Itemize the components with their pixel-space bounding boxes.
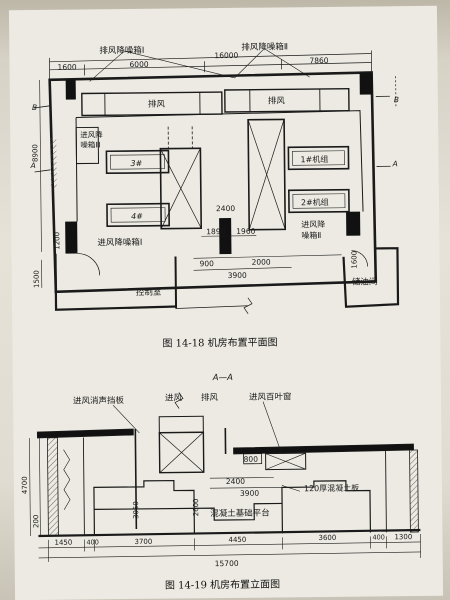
unit-3 [105, 149, 170, 175]
dim-2400-elev: 2400 [226, 477, 245, 486]
dim-1200: 1200 [53, 232, 61, 250]
dim-3900-elev: 3900 [240, 489, 259, 498]
label-unit-3: 3# [130, 159, 142, 168]
dim-6000: 6000 [129, 60, 148, 69]
intake-silencer-3 [75, 126, 100, 165]
unit-2 [288, 188, 350, 214]
dim-800: 800 [244, 455, 259, 464]
dim-400b: 400 [372, 533, 385, 541]
exhaust-box-2 [224, 87, 350, 113]
roof-slab-right [233, 443, 414, 455]
outer-wall [48, 71, 378, 294]
label-oil-room: 储油间 [352, 276, 378, 287]
dim-2400: 2400 [216, 204, 235, 213]
label-intake-silencer-3a: 进风降 [80, 129, 103, 139]
label-intake-silencer-1: 进风降噪箱Ⅰ [97, 237, 142, 248]
roof-slab-left [36, 428, 134, 439]
label-exhaust-silencer-2: 排风降噪箱Ⅱ [241, 41, 288, 52]
dim-1960: 1960 [236, 227, 255, 236]
dim-900: 900 [200, 259, 215, 268]
label-unit-2: 2#机组 [301, 197, 329, 207]
label-exhaust-left: 排风 [148, 99, 166, 110]
dim-16000: 16000 [214, 51, 238, 60]
label-intake-baffle: 进风消声挡板 [73, 395, 125, 407]
label-intake-louver: 进风百叶窗 [249, 391, 292, 402]
dim-8900: 8900 [31, 144, 39, 162]
plan-caption: 图 14-18 机房布置平面图 [162, 335, 277, 349]
dim-4700: 4700 [21, 476, 29, 494]
plan-labels: 排风降噪箱Ⅰ 排风降噪箱Ⅱ 1600 6000 16000 7860 排风 排风… [30, 41, 400, 349]
platform-edge [94, 502, 283, 521]
dim-1600-top: 1600 [57, 63, 76, 72]
dim-2000: 2000 [252, 258, 271, 267]
elev-duct [158, 431, 205, 474]
unit-1 [287, 145, 350, 171]
dim-1450: 1450 [54, 539, 72, 547]
ground-line [38, 528, 421, 538]
oil-room-wall [342, 247, 400, 308]
dim-7860: 7860 [309, 56, 328, 65]
section-a-left: A [30, 161, 36, 170]
exhaust-box-1 [81, 91, 223, 117]
dim-1890: 1890 [206, 227, 225, 236]
elevation-drawing [29, 392, 421, 562]
dim-3900: 3900 [228, 271, 247, 280]
dim-1500: 1500 [33, 270, 41, 288]
louver-box [265, 452, 307, 471]
dim-3700: 3700 [134, 538, 152, 546]
label-platform: 混凝土基础平台 [210, 508, 270, 520]
column-left [65, 221, 78, 254]
label-exhaust: 排风 [201, 392, 219, 403]
section-a-right: A [392, 159, 398, 168]
drawing-canvas: 排风降噪箱Ⅰ 排风降噪箱Ⅱ 1600 6000 16000 7860 排风 排风… [21, 41, 421, 592]
dim-2600: 2600 [192, 498, 200, 516]
label-intake: 进风 [165, 393, 183, 403]
label-exhaust-silencer-1: 排风降噪箱Ⅰ [99, 45, 144, 56]
dim-line-top [49, 62, 372, 71]
label-control-room: 控制室 [136, 287, 162, 298]
column-right [346, 211, 361, 236]
book-page: 排风降噪箱Ⅰ 排风降噪箱Ⅱ 1600 6000 16000 7860 排风 排风… [8, 5, 444, 600]
dim-200: 200 [32, 515, 40, 528]
label-exhaust-right: 排风 [268, 95, 286, 106]
label-unit-4: 4# [131, 212, 143, 221]
dim-1600-right: 1600 [350, 251, 358, 269]
label-intake-silencer-2a: 进风降 [301, 219, 325, 229]
dim-4450: 4450 [228, 536, 246, 544]
elevation-title: A—A [212, 373, 233, 383]
floor-plan [33, 48, 400, 314]
label-intake-silencer-2b: 噪箱Ⅱ [301, 230, 321, 240]
elevation-labels: A—A 进风消声挡板 进风 排风 进风百叶窗 800 2400 3900 120… [21, 373, 413, 592]
section-b-left: B [32, 103, 37, 112]
generator-left [93, 479, 196, 536]
label-slab: 120厚混凝土板 [304, 483, 359, 494]
label-unit-1: 1#机组 [300, 154, 328, 164]
dim-400a: 400 [86, 538, 99, 546]
left-duct [159, 147, 203, 230]
dim-1300: 1300 [394, 533, 412, 541]
elevation-caption: 图 14-19 机房布置立面图 [165, 577, 280, 591]
section-b-right: B [394, 95, 399, 104]
dim-line-overall [49, 53, 372, 63]
dim-15700: 15700 [215, 559, 239, 568]
dim-3050: 3050 [132, 501, 140, 519]
unit-4 [106, 202, 170, 228]
right-duct [247, 118, 287, 231]
dim-3600: 3600 [318, 534, 336, 542]
label-intake-silencer-3b: 噪箱Ⅲ [80, 139, 100, 149]
